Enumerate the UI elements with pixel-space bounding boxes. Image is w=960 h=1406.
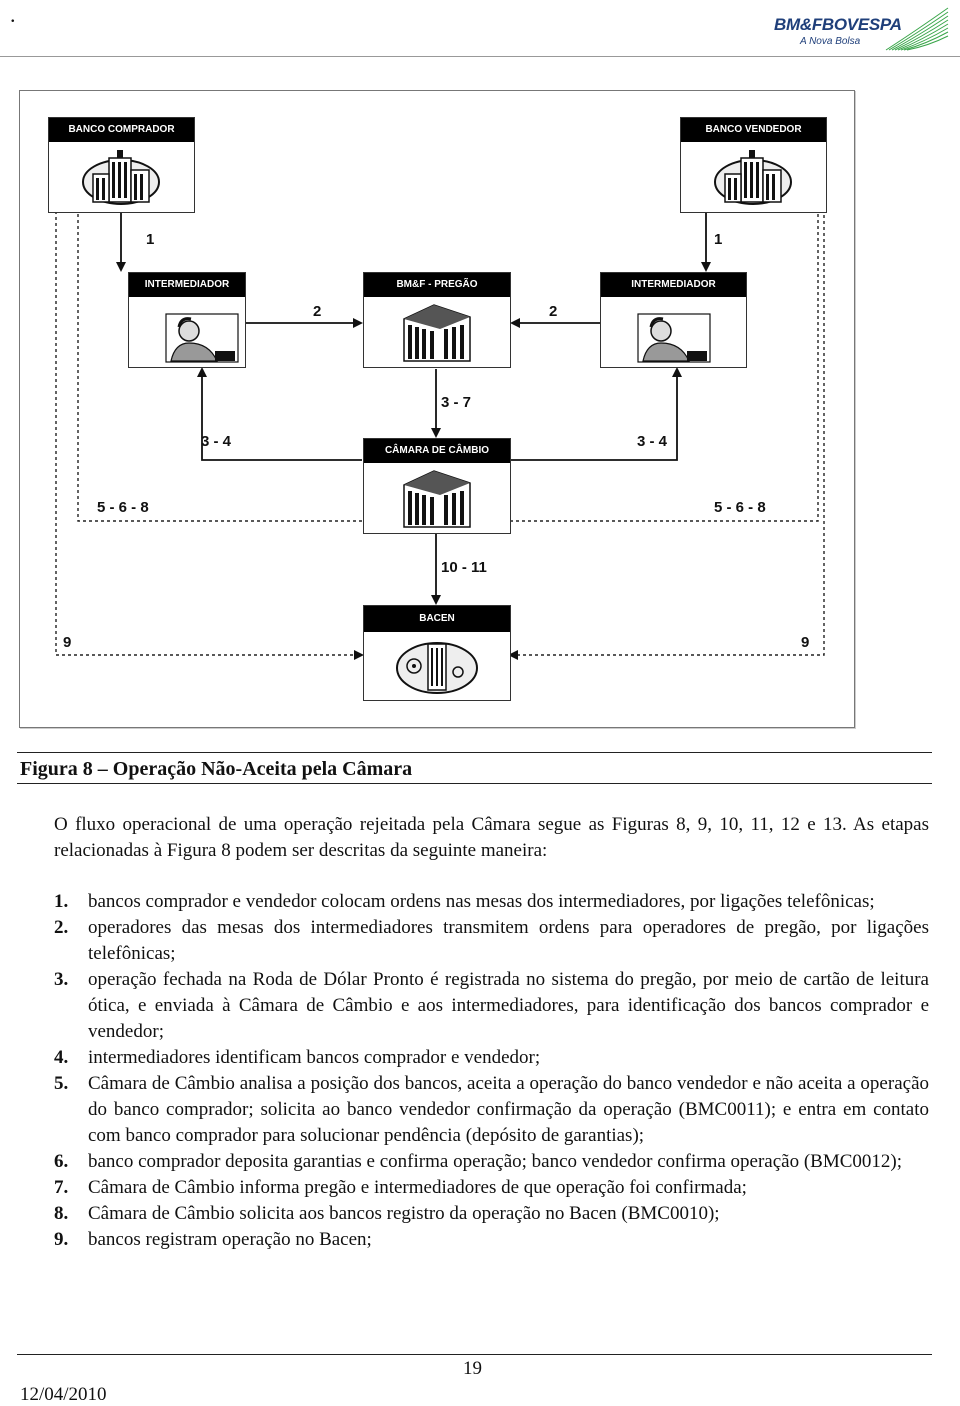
list-item: 1. bancos comprador e vendedor colocam or…: [54, 889, 929, 915]
list-item-text: intermediadores identificam bancos compr…: [88, 1047, 541, 1068]
box-title-camara-de-cambio: CÂMARA DE CÂMBIO: [364, 439, 510, 463]
arrow-camara-to-intermediador-right: [510, 367, 682, 461]
step-label-1-right: 1: [714, 231, 723, 248]
box-banco-vendedor: BANCO VENDEDOR: [680, 117, 827, 213]
list-item-number: 9.: [54, 1229, 69, 1250]
step-label-9-left: 9: [63, 634, 72, 651]
box-intermediador-right: INTERMEDIADOR: [600, 272, 747, 368]
step-label-1-left: 1: [146, 231, 155, 248]
list-item-number: 6.: [54, 1151, 69, 1172]
footer-date: 12/04/2010: [20, 1384, 107, 1405]
logo-swoosh-icon: [885, 7, 949, 51]
central-bank-icon: [396, 642, 478, 694]
step-label-3-7: 3 - 7: [441, 394, 472, 411]
header-rule: [0, 56, 960, 57]
box-title-bacen: BACEN: [364, 606, 510, 632]
dashed-camara-to-vendedor: [510, 125, 823, 522]
list-item: 8. Câmara de Câmbio solicita aos bancos r…: [54, 1201, 929, 1227]
dashed-comprador-to-bacen: [55, 127, 364, 660]
list-item-text: Câmara de Câmbio informa pregão e interm…: [88, 1177, 747, 1198]
box-camara-de-cambio: CÂMARA DE CÂMBIO: [363, 438, 511, 534]
arrow-camara-to-intermediador-left: [197, 367, 362, 461]
list-item-number: 2.: [54, 917, 69, 938]
step-label-3-4-left: 3 - 4: [201, 433, 232, 450]
list-item-text: Câmara de Câmbio solicita aos bancos reg…: [88, 1203, 720, 1224]
list-item-text: operação fechada na Roda de Dólar Pronto…: [88, 969, 929, 1042]
step-label-2-left: 2: [313, 303, 322, 320]
list-item: 7. Câmara de Câmbio informa pregão e inte…: [54, 1175, 929, 1201]
list-item: 2. operadores das mesas dos intermediador…: [54, 915, 929, 967]
list-item-text: banco comprador deposita garantias e con…: [88, 1151, 903, 1172]
trader-phone-icon: [165, 313, 239, 363]
dashed-camara-to-comprador: [73, 125, 362, 522]
dashed-vendedor-to-bacen: [508, 209, 825, 660]
box-bmf-pregao: BM&F - PREGÃO: [363, 272, 511, 368]
box-banco-comprador: BANCO COMPRADOR: [48, 117, 195, 213]
exchange-building-icon: [403, 470, 471, 528]
steps-list: 1. bancos comprador e vendedor colocam or…: [54, 889, 929, 1253]
logo-sub-text: A Nova Bolsa: [800, 36, 861, 47]
exchange-building-icon: [403, 304, 471, 362]
caption-top-rule: [17, 752, 932, 753]
trader-phone-icon: [637, 313, 711, 363]
box-title-intermediador-right: INTERMEDIADOR: [601, 273, 746, 297]
list-item-text: operadores das mesas dos intermediadores…: [88, 917, 929, 964]
list-item: 4. intermediadores identificam bancos com…: [54, 1045, 929, 1071]
caption-bottom-rule: [17, 783, 932, 784]
list-item-text: bancos comprador e vendedor colocam orde…: [88, 891, 875, 912]
footer-rule: [17, 1354, 932, 1355]
page-number: 19: [463, 1358, 482, 1379]
box-intermediador-left: INTERMEDIADOR: [128, 272, 246, 368]
box-title-banco-vendedor: BANCO VENDEDOR: [681, 118, 826, 142]
step-label-5-6-8-right: 5 - 6 - 8: [714, 499, 766, 516]
box-title-intermediador-left: INTERMEDIADOR: [129, 273, 245, 297]
list-item-text: Câmara de Câmbio analisa a posição dos b…: [88, 1073, 929, 1146]
box-title-banco-comprador: BANCO COMPRADOR: [49, 118, 194, 142]
bmfbovespa-logo: BM&FBOVESPA A Nova Bolsa: [774, 6, 950, 52]
list-item-number: 8.: [54, 1203, 69, 1224]
intro-paragraph: O fluxo operacional de uma operação reje…: [54, 814, 929, 861]
list-item-number: 3.: [54, 969, 69, 990]
bank-buildings-icon: [714, 150, 792, 205]
list-item: 5. Câmara de Câmbio analisa a posição dos…: [54, 1071, 929, 1149]
figure-caption: Figura 8 – Operação Não-Aceita pela Câma…: [20, 758, 413, 780]
step-label-3-4-right: 3 - 4: [637, 433, 668, 450]
logo-main-text: BM&FBOVESPA: [774, 15, 902, 34]
list-item-number: 1.: [54, 891, 69, 912]
step-label-5-6-8-left: 5 - 6 - 8: [97, 499, 149, 516]
flow-diagram: BANCO COMPRADOR BANCO VENDEDOR: [19, 90, 855, 728]
list-item: 9. bancos registram operação no Bacen;: [54, 1227, 929, 1253]
list-item-number: 5.: [54, 1073, 69, 1094]
list-item-text: bancos registram operação no Bacen;: [88, 1229, 372, 1250]
header-dot: .: [10, 2, 16, 27]
list-item: 6. banco comprador deposita garantias e c…: [54, 1149, 929, 1175]
box-bacen: BACEN: [363, 605, 511, 701]
step-label-10-11: 10 - 11: [441, 559, 487, 576]
step-label-9-right: 9: [801, 634, 810, 651]
list-item-number: 4.: [54, 1047, 69, 1068]
list-item-number: 7.: [54, 1177, 69, 1198]
list-item: 3. operação fechada na Roda de Dólar Pron…: [54, 967, 929, 1045]
bank-buildings-icon: [82, 150, 160, 205]
step-label-2-right: 2: [549, 303, 558, 320]
box-title-bmf-pregao: BM&F - PREGÃO: [364, 273, 510, 297]
diagram-connectors: [55, 125, 825, 660]
